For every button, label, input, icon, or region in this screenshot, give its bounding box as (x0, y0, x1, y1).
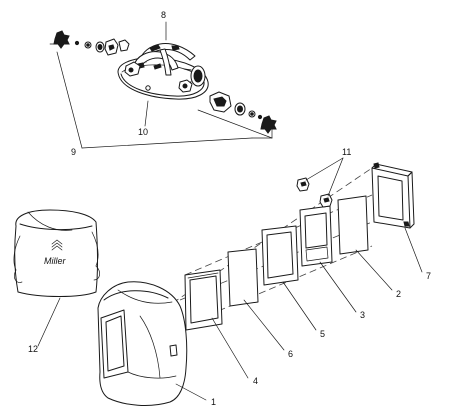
callout-9: 9 (71, 147, 76, 157)
clear-lens (337, 195, 369, 255)
callout-6: 6 (288, 349, 293, 359)
headgear-left-hardware (53, 30, 130, 56)
bag-brand-text: Miller (44, 256, 67, 266)
lens-holder (261, 225, 299, 286)
callout-12: 12 (28, 344, 38, 354)
helmet-shell (97, 281, 188, 406)
filter-cartridge (299, 205, 333, 267)
headgear-frame (117, 43, 209, 100)
callout-7: 7 (426, 271, 431, 281)
callout-2: 2 (396, 289, 401, 299)
callout-3: 3 (360, 310, 365, 320)
miller-logo: Miller (44, 239, 67, 266)
callout-10: 10 (138, 127, 148, 137)
retaining-frame (371, 162, 415, 229)
lens-clips (296, 157, 344, 208)
leader-lines (175, 227, 423, 401)
callout-11: 11 (342, 147, 351, 157)
outer-lens-frame (184, 269, 223, 331)
ratchet-knob (183, 65, 206, 87)
headgear-assembly (49, 21, 277, 149)
callout-4: 4 (253, 376, 258, 386)
callout-numbers: 1 2 3 4 5 6 7 8 9 10 11 12 (28, 10, 431, 407)
callout-5: 5 (320, 329, 325, 339)
storage-bag: Miller (13, 209, 100, 347)
callout-1: 1 (211, 397, 216, 407)
cover-lens (227, 248, 259, 307)
callout-8: 8 (161, 10, 166, 20)
